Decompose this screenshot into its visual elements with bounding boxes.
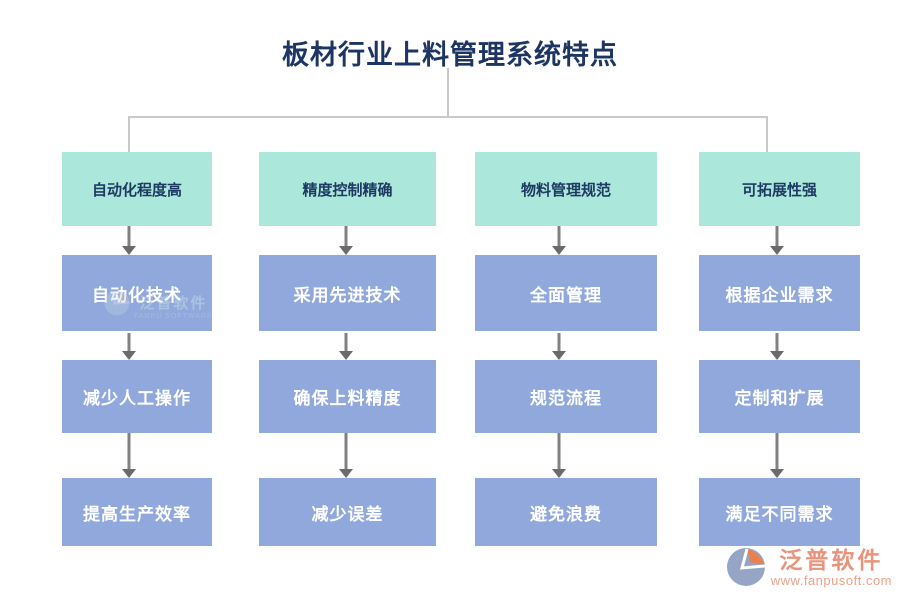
- arrow-down-icon: [339, 333, 353, 360]
- arrow-down-icon: [339, 226, 353, 255]
- feature-item: 定制和扩展: [699, 360, 860, 433]
- feature-item: 规范流程: [475, 360, 657, 433]
- arrow-down-icon: [552, 333, 566, 360]
- feature-item: 确保上料精度: [259, 360, 436, 433]
- arrow-down-icon: [339, 433, 353, 478]
- arrow-down-icon: [122, 226, 136, 255]
- feature-header-automation: 自动化程度高: [62, 152, 212, 226]
- arrow-down-icon: [122, 433, 136, 478]
- feature-item: 全面管理: [475, 255, 657, 331]
- arrow-down-icon: [122, 333, 136, 360]
- feature-header-extensibility: 可拓展性强: [699, 152, 860, 226]
- feature-header-precision: 精度控制精确: [259, 152, 436, 226]
- feature-item: 避免浪费: [475, 478, 657, 546]
- fanpu-logo-icon: [726, 547, 766, 592]
- brand-url: www.fanpusoft.com: [770, 573, 892, 589]
- arrow-down-icon: [770, 433, 784, 478]
- feature-header-material: 物料管理规范: [475, 152, 657, 226]
- feature-item: 采用先进技术: [259, 255, 436, 331]
- connector-title-stem: [447, 68, 449, 117]
- arrow-down-icon: [770, 333, 784, 360]
- arrow-down-icon: [552, 226, 566, 255]
- connector-horizontal: [128, 116, 768, 118]
- arrow-down-icon: [552, 433, 566, 478]
- fanpu-brand: 泛普软件 www.fanpusoft.com: [726, 547, 892, 592]
- arrow-down-icon: [770, 226, 784, 255]
- feature-item: 减少误差: [259, 478, 436, 546]
- page-title: 板材行业上料管理系统特点: [282, 40, 618, 70]
- feature-item: 减少人工操作: [62, 360, 212, 433]
- brand-name: 泛普软件: [779, 547, 884, 573]
- feature-item: 满足不同需求: [699, 478, 860, 546]
- feature-item: 提高生产效率: [62, 478, 212, 546]
- connector-drop-left: [128, 116, 130, 153]
- feature-item: 自动化技术: [62, 255, 212, 331]
- connector-drop-right: [766, 116, 768, 153]
- feature-item: 根据企业需求: [699, 255, 860, 331]
